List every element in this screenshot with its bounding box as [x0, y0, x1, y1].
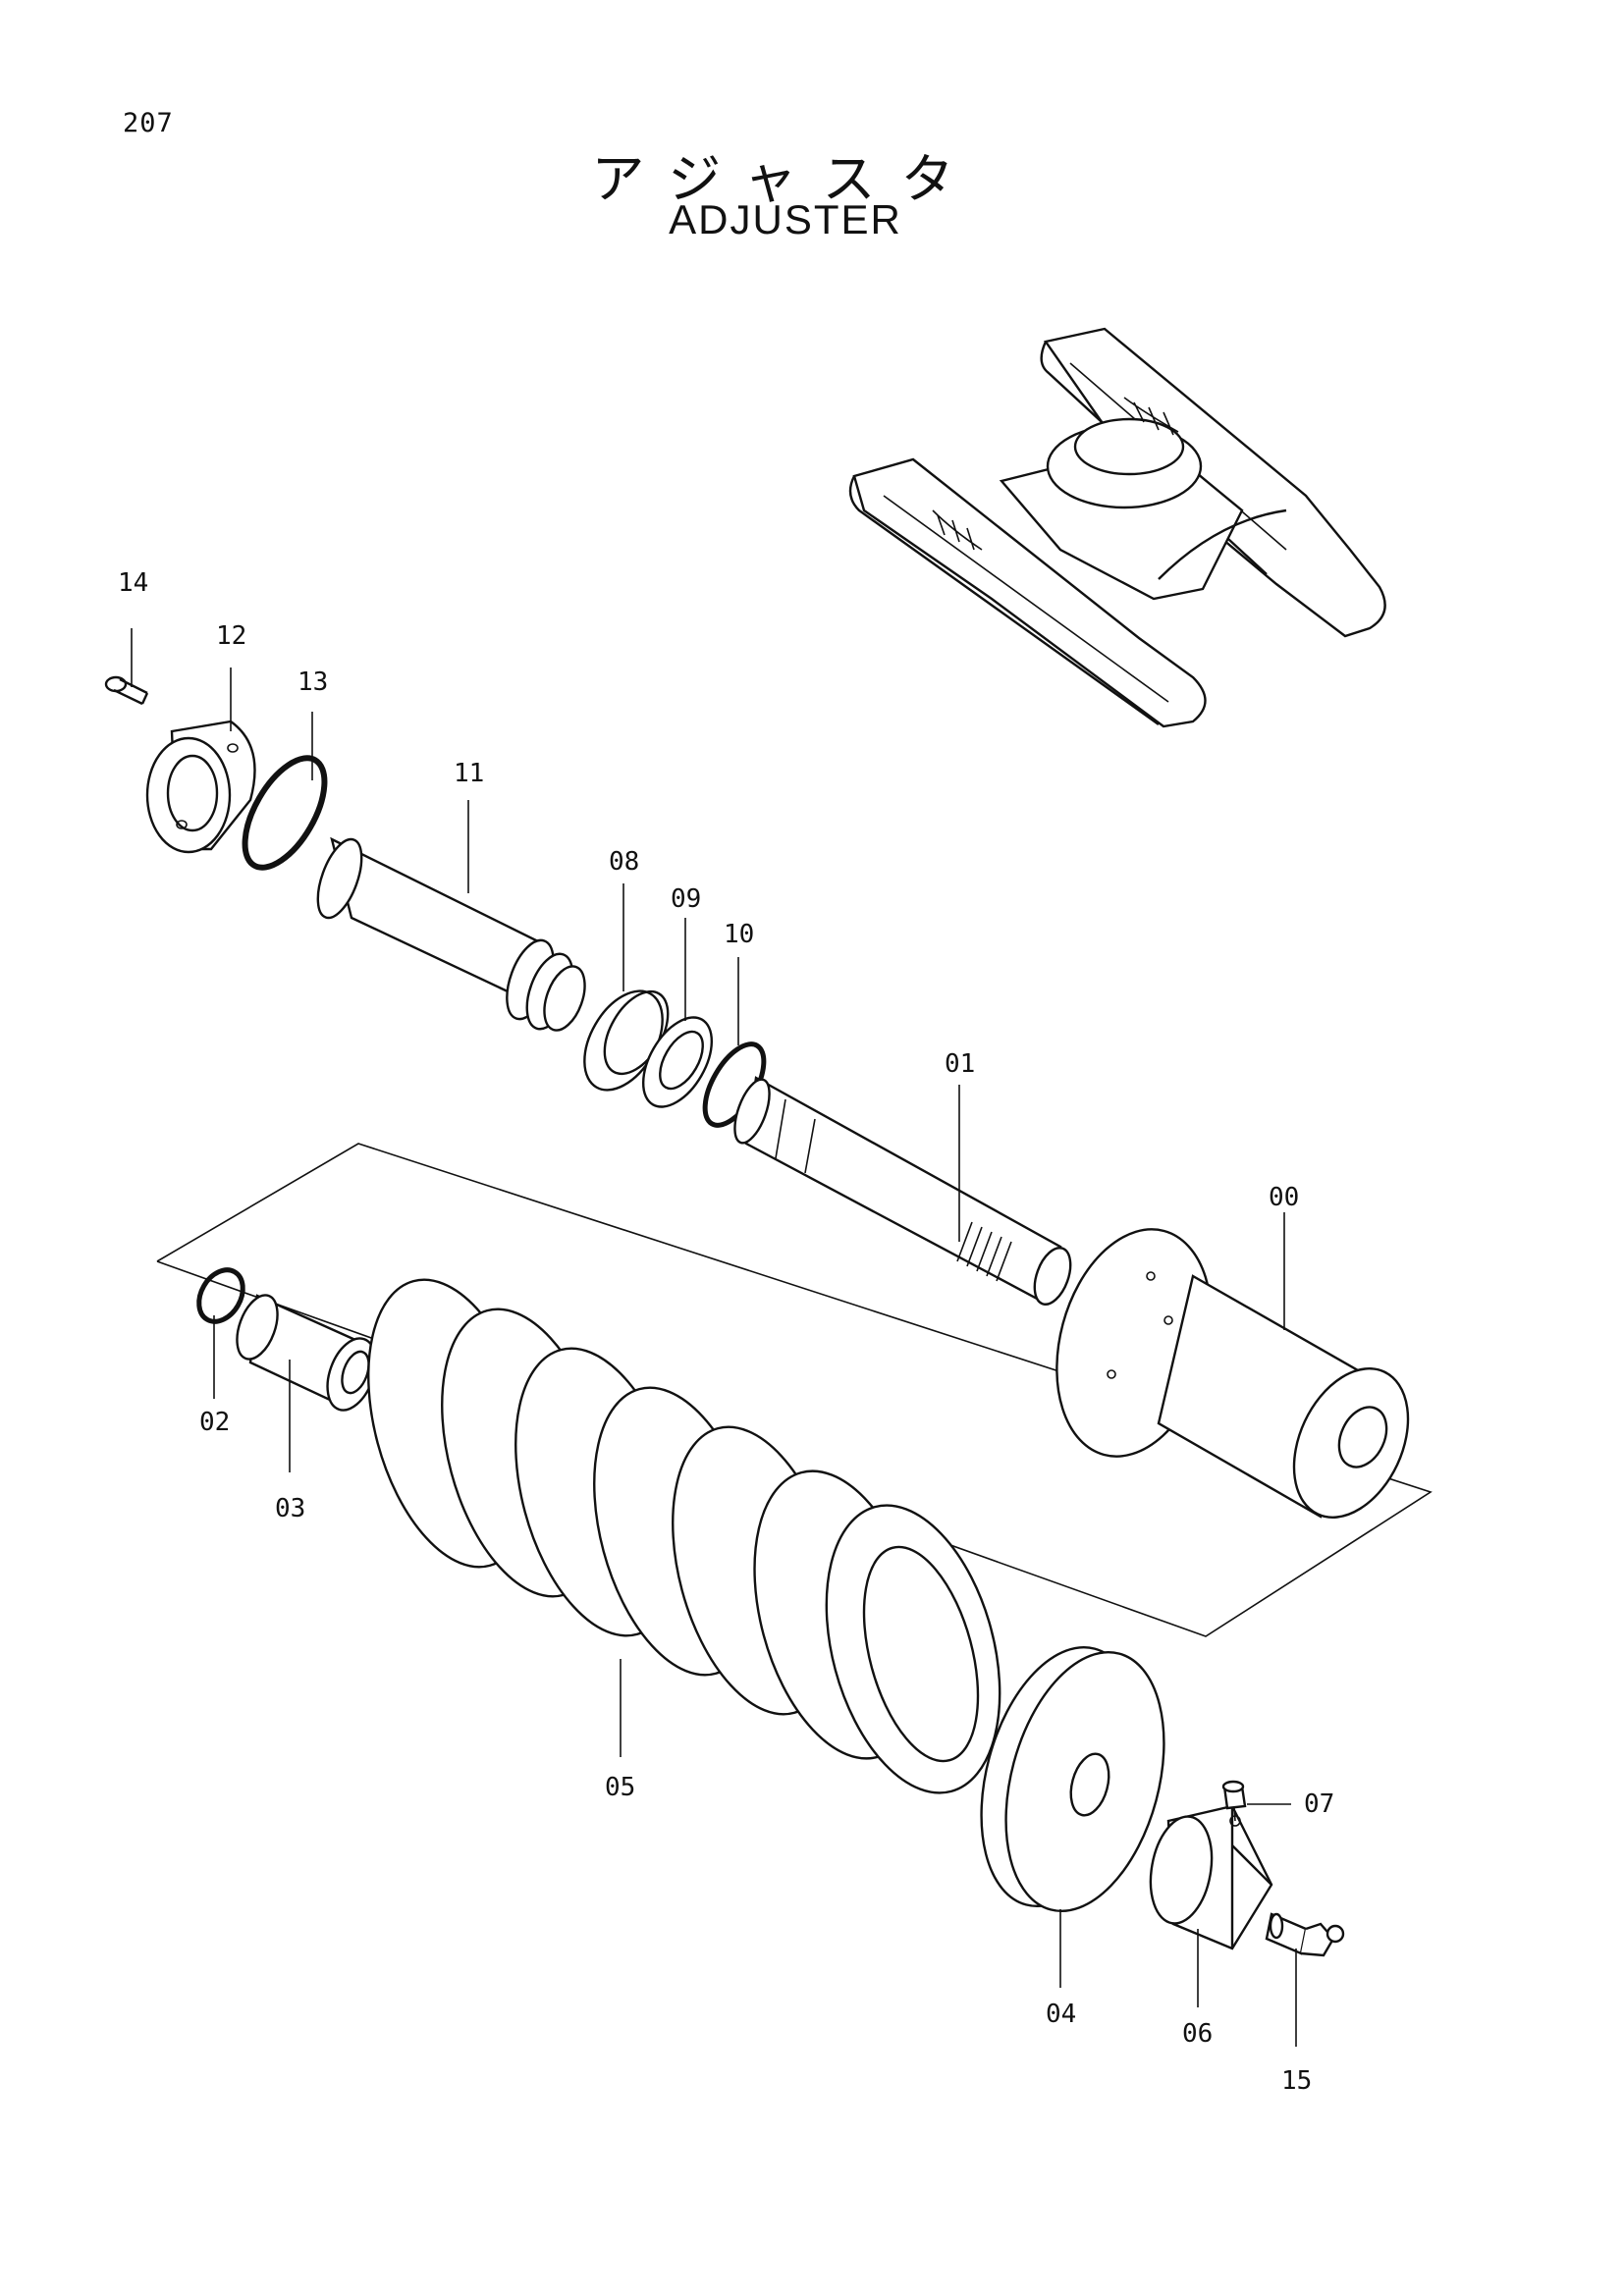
- part-00-adjuster-body: [1055, 1228, 1410, 1519]
- part-07-screw: [1221, 1780, 1247, 1822]
- callout-08: 08: [609, 847, 639, 877]
- callout-15: 15: [1281, 2066, 1312, 2096]
- callout-05: 05: [605, 1773, 635, 1802]
- callout-11: 11: [454, 759, 484, 788]
- leader-lines: [131, 628, 1297, 2047]
- part-14-bolt: [104, 675, 149, 706]
- callout-09: 09: [671, 884, 701, 914]
- callout-12: 12: [216, 621, 246, 651]
- part-09-seal: [641, 1016, 714, 1108]
- title-english: ADJUSTER: [669, 196, 902, 242]
- part-02-o-ring: [196, 1267, 245, 1324]
- callout-00: 00: [1269, 1183, 1299, 1212]
- part-12-flange: [145, 720, 256, 854]
- part-13-o-ring: [242, 755, 328, 871]
- callout-13: 13: [298, 667, 328, 697]
- page-number: 207: [123, 108, 174, 138]
- callout-01: 01: [945, 1049, 975, 1079]
- part-03-spacer: [236, 1294, 377, 1412]
- callout-07: 07: [1304, 1789, 1334, 1819]
- undercarriage-overview: [848, 327, 1386, 728]
- part-15-grease-fitting: [1265, 1912, 1345, 1957]
- part-04-spring-seat: [980, 1645, 1165, 1913]
- callout-04: 04: [1046, 2000, 1076, 2029]
- callout-06: 06: [1182, 2019, 1213, 2049]
- part-01-rod: [733, 1076, 1072, 1306]
- callout-10: 10: [724, 920, 754, 949]
- callout-14: 14: [118, 568, 148, 598]
- callout-labels: 14 12 13 11 08 09 10 01 00 02 03 05 07 0…: [118, 568, 1334, 2096]
- callout-03: 03: [275, 1494, 305, 1523]
- title-japanese: アジャスタ: [591, 150, 980, 209]
- callout-02: 02: [199, 1408, 230, 1437]
- part-11-cylinder: [316, 836, 586, 1032]
- part-05-spring: [367, 1278, 1001, 1794]
- part-06-nut: [1149, 1804, 1273, 1950]
